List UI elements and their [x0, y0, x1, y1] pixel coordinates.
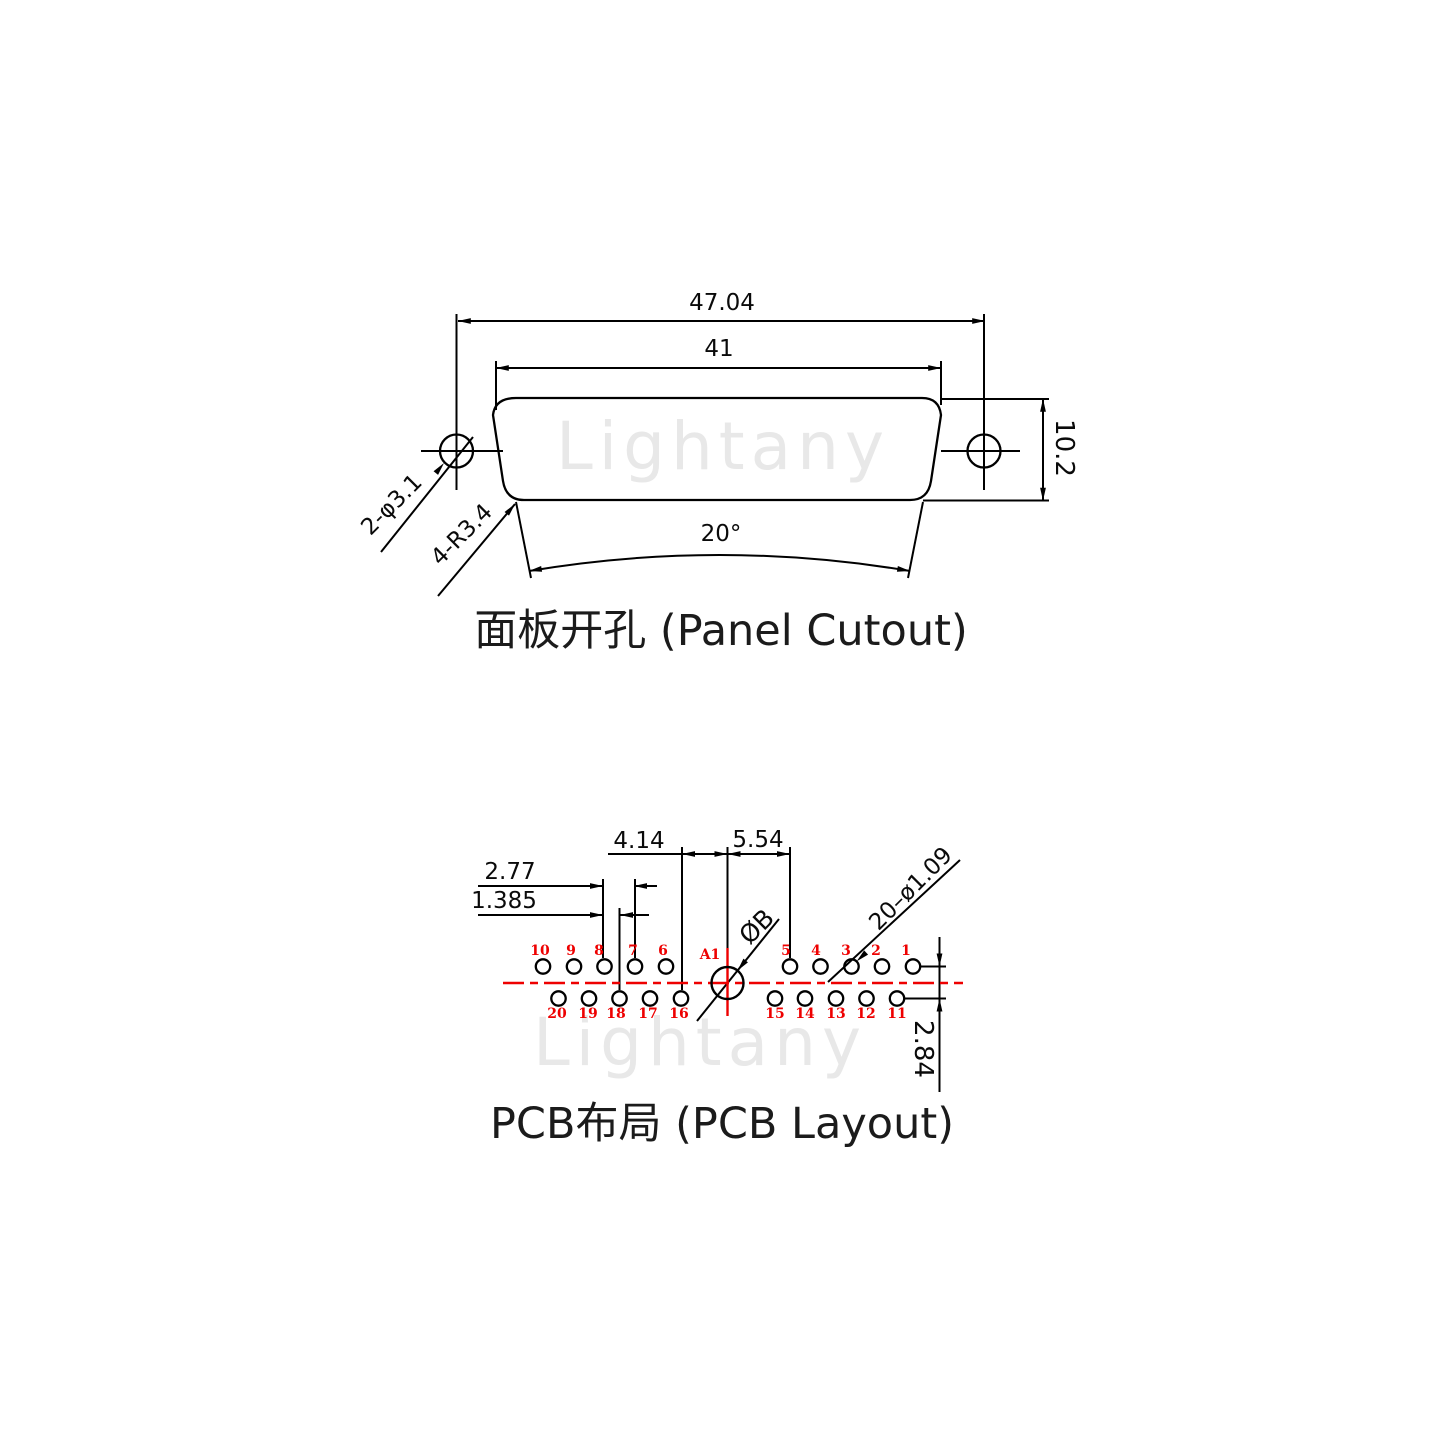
pcb-layout-caption: PCB布局 (PCB Layout) — [490, 1099, 954, 1149]
pin-hole-17 — [641, 990, 659, 1007]
dim-text-outer-width: 47.04 — [689, 290, 755, 316]
pcb-layout-view — [478, 847, 961, 1092]
leader-mount-holes — [380, 436, 474, 553]
mount-hole-left — [421, 314, 503, 490]
watermark-text: Lightany — [532, 1004, 868, 1081]
watermark-text: Lightany — [555, 408, 891, 485]
pin-hole-3 — [843, 958, 860, 975]
coax-hole-a1 — [710, 965, 745, 1001]
pin-hole-9 — [565, 958, 583, 975]
pin-hole-20 — [550, 990, 567, 1007]
angle-arc-20deg — [528, 554, 911, 572]
pin-hole-1 — [904, 958, 922, 975]
pin-hole-7 — [626, 958, 644, 975]
dim-text-a1-right: 5.54 — [732, 827, 784, 853]
pin-hole-15 — [766, 990, 784, 1007]
dim-text-row-offset: 1.385 — [471, 888, 537, 914]
pin-hole-18 — [611, 990, 628, 1007]
pin-hole-6 — [657, 958, 675, 975]
pin-hole-10 — [534, 958, 552, 975]
leader-pin-holes — [827, 859, 961, 983]
dsub-cutout-outline — [491, 396, 943, 502]
leader-corner-radius — [437, 503, 516, 597]
panel-cutout-view — [380, 314, 1049, 597]
pin-hole-19 — [580, 990, 598, 1007]
dim-text-angle: 20° — [700, 521, 742, 547]
pcb-centerlines — [503, 948, 963, 1016]
pin-hole-12 — [858, 990, 875, 1007]
pin-hole-5 — [781, 958, 799, 975]
pin-hole-4 — [812, 958, 829, 975]
pin-hole-13 — [827, 990, 845, 1007]
mount-hole-right — [941, 314, 1020, 490]
pcb-pin-holes — [534, 958, 922, 1007]
pin-hole-8 — [596, 958, 613, 975]
pin-hole-2 — [873, 958, 891, 975]
dim-text-pin-pitch: 2.77 — [484, 859, 536, 885]
dim-text-inner-width: 41 — [704, 336, 734, 362]
pin-hole-16 — [672, 990, 690, 1007]
pin-hole-14 — [796, 990, 814, 1007]
pin-hole-11 — [888, 990, 906, 1007]
panel-cutout-caption: 面板开孔 (Panel Cutout) — [474, 606, 968, 656]
dim-text-a1-left: 4.14 — [613, 828, 665, 854]
